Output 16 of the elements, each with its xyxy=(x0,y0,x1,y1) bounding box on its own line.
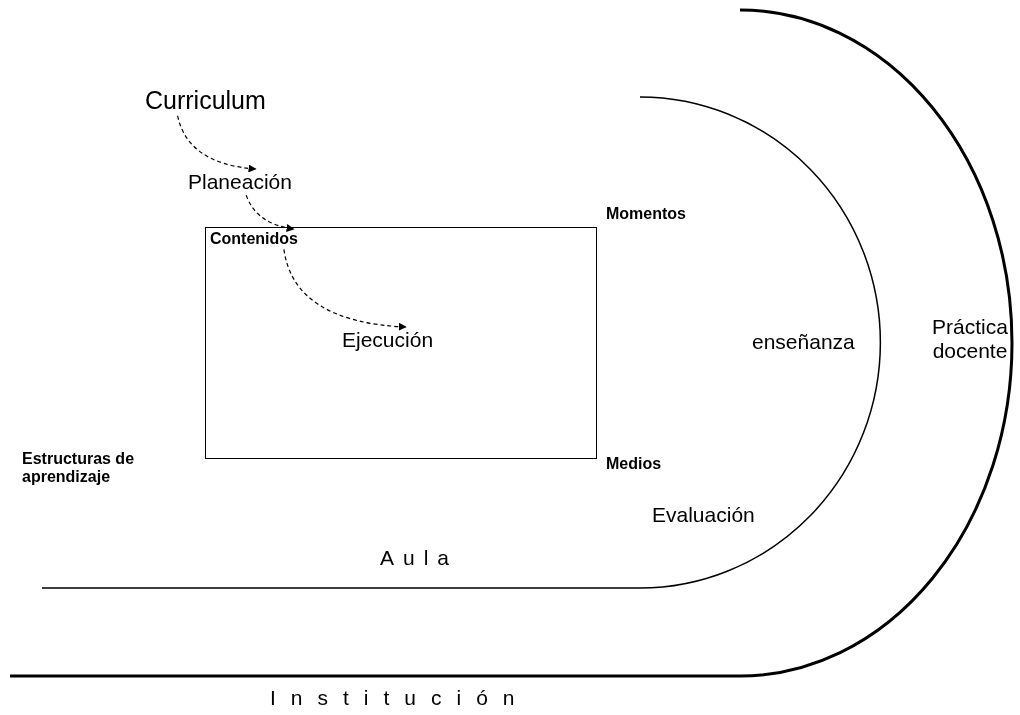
dashed-arrow xyxy=(245,194,295,232)
stage-label: Momentos xyxy=(606,205,686,224)
stage-label: Evaluación xyxy=(652,503,755,528)
classroom-label: Aula xyxy=(380,546,459,571)
concept-label: Ejecución xyxy=(342,328,434,353)
concept-label: Planeación xyxy=(188,170,292,195)
institution-label: Institución xyxy=(270,686,530,711)
area-label: Práctica docente xyxy=(931,315,1009,364)
area-label: enseñanza xyxy=(752,330,855,355)
concept-label: Contenidos xyxy=(210,230,298,249)
structure-label: Estructuras de aprendizaje xyxy=(22,450,136,487)
dashed-arrow xyxy=(283,248,407,331)
stage-label: Medios xyxy=(606,455,662,474)
concept-label: Curriculum xyxy=(145,86,266,115)
dashed-arrow xyxy=(177,115,257,173)
rectangle-frame xyxy=(205,227,597,459)
